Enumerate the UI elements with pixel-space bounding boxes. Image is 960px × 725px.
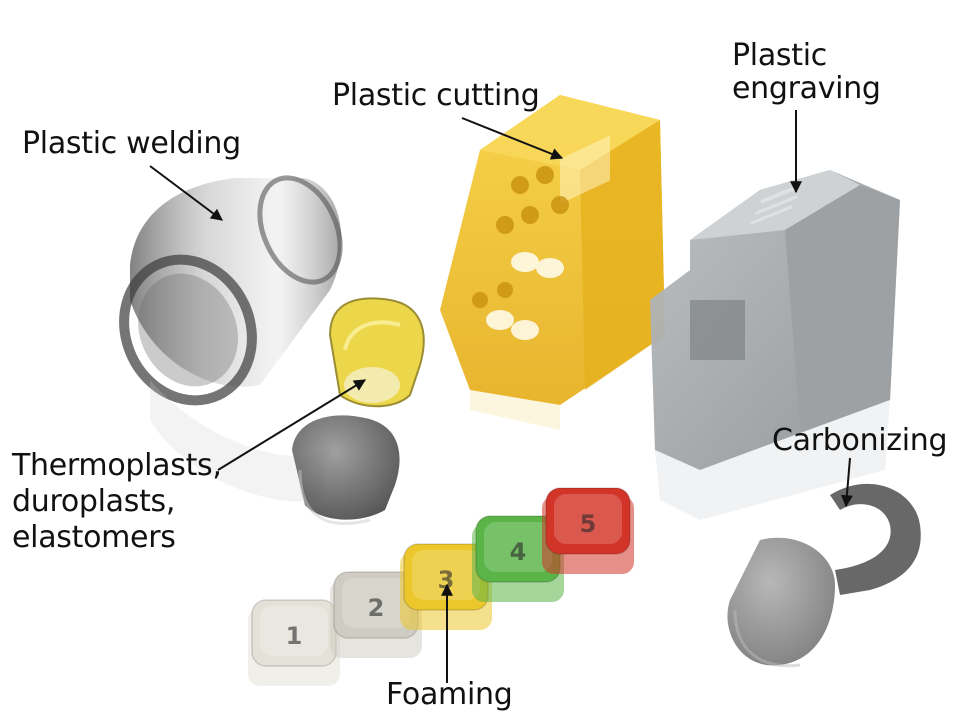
label-plastic-engraving-line2: engraving — [732, 71, 881, 106]
yellow-cap-part — [328, 297, 425, 408]
dark-cap-part — [292, 415, 400, 525]
label-plastic-engraving-line1: Plastic — [732, 38, 827, 73]
arrow-plastic-cutting — [461, 117, 564, 160]
label-plastic-welding: Plastic welding — [22, 126, 241, 161]
keycap-5: 5 — [542, 487, 634, 574]
keycap-2: 2 — [330, 571, 422, 658]
arrow-plastic-welding — [149, 165, 223, 221]
label-foaming: Foaming — [386, 677, 513, 712]
keycap-1: 1 — [248, 599, 340, 686]
keycap-4: 4 — [472, 515, 564, 602]
leader-arrows — [149, 110, 853, 683]
label-carbonizing: Carbonizing — [772, 423, 948, 458]
grey-housing-part — [650, 170, 900, 520]
keycap-number: 5 — [580, 510, 597, 538]
arrow-carbonizing — [840, 457, 853, 508]
keycap-number: 4 — [510, 538, 527, 566]
keycap-number: 2 — [368, 594, 385, 622]
carbonized-clip-part — [727, 483, 921, 668]
transparent-cylinder-part — [119, 175, 343, 502]
label-materials-line3: elastomers — [12, 520, 176, 555]
arrow-materials — [217, 379, 367, 471]
label-materials-line2: duroplasts, — [12, 484, 176, 519]
label-materials-line1: Thermoplasts, — [12, 448, 222, 483]
label-plastic-cutting: Plastic cutting — [332, 78, 540, 113]
keycap-number: 1 — [286, 622, 303, 650]
yellow-housing-part — [440, 95, 665, 430]
